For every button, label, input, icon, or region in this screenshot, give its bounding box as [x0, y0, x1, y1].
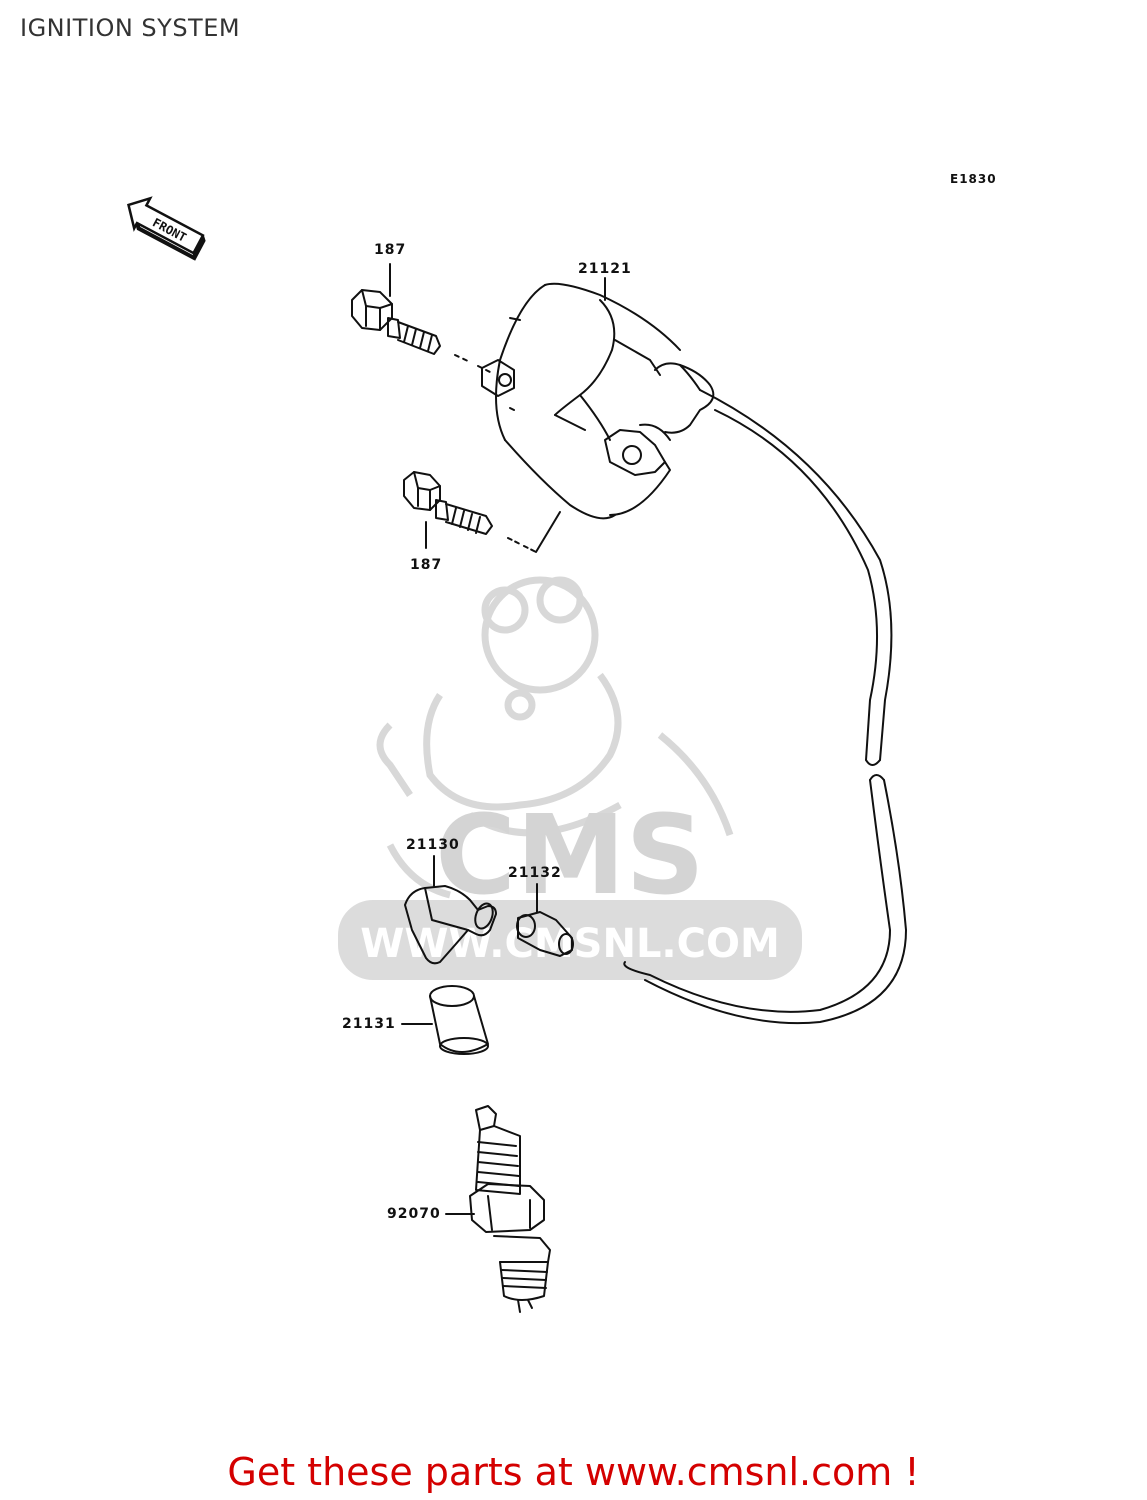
watermark-url: WWW.CMSNL.COM [360, 921, 780, 967]
page-title: IGNITION SYSTEM [20, 14, 241, 42]
part-label-92070[interactable]: 92070 [387, 1206, 441, 1222]
plug-cap-shape[interactable] [404, 885, 497, 965]
spark-plug-shape[interactable] [469, 1105, 551, 1313]
part-label-21132[interactable]: 21132 [508, 865, 562, 881]
footer-shop-link[interactable]: Get these parts at www.cmsnl.com ! [227, 1450, 920, 1494]
part-label-187-upper[interactable]: 187 [374, 242, 407, 258]
plug-cap-cover-shape[interactable] [429, 985, 489, 1055]
part-label-21130[interactable]: 21130 [406, 837, 460, 853]
bolt-lower-shape[interactable] [403, 471, 493, 535]
front-arrow-icon: FRONT [127, 196, 206, 262]
part-label-187-lower[interactable]: 187 [410, 557, 443, 573]
ignition-coil-shape[interactable] [481, 282, 715, 520]
ht-lead-shape[interactable] [623, 389, 907, 1025]
plug-cap-sleeve-shape[interactable] [516, 911, 574, 957]
leader-line-187-lower-b [535, 511, 561, 553]
part-label-21121[interactable]: 21121 [578, 261, 632, 277]
diagram-code: E1830 [950, 172, 997, 186]
watermark-mark: CMS [435, 791, 704, 919]
cms-watermark-logo: CMS WWW.CMSNL.COM [338, 576, 802, 980]
part-label-21131[interactable]: 21131 [342, 1016, 396, 1032]
bolt-upper-shape[interactable] [351, 289, 441, 355]
